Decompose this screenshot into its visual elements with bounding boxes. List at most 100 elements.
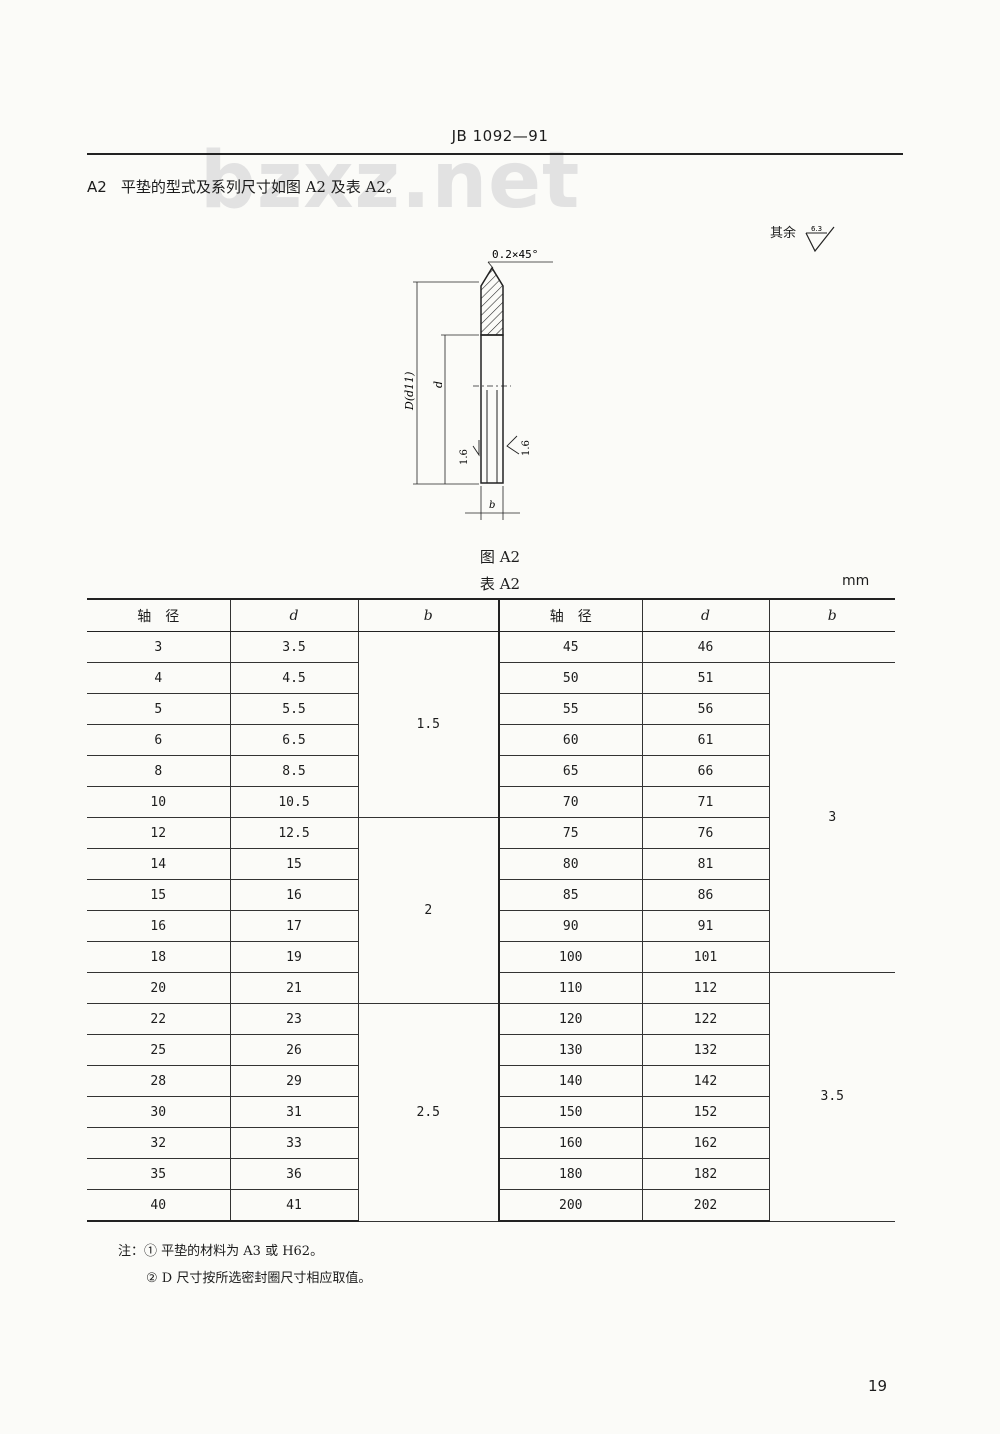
cell-b: 2.5 (357, 1003, 499, 1222)
cell-shaft: 110 (498, 972, 642, 1004)
cell-shaft: 80 (498, 848, 642, 880)
cell-shaft: 200 (498, 1189, 642, 1222)
cell-shaft: 32 (87, 1127, 230, 1159)
cell-shaft: 15 (87, 879, 230, 911)
watermark: bzxz.net (200, 136, 581, 226)
cell-shaft: 70 (498, 786, 642, 818)
cell-d: 23 (229, 1003, 358, 1035)
cell-b: 1.5 (357, 631, 499, 818)
cell-d: 33 (229, 1127, 358, 1159)
roughness-value: 6.3 (811, 225, 822, 233)
cell-d: 17 (229, 910, 358, 942)
cell-b: 2 (357, 817, 499, 1004)
cell-shaft: 75 (498, 817, 642, 849)
header-b: b (768, 598, 895, 632)
cell-shaft: 3 (87, 631, 230, 663)
cell-shaft: 5 (87, 693, 230, 725)
cell-d: 66 (641, 755, 769, 787)
roughness-right-label: 1.6 (521, 440, 532, 456)
cell-d: 8.5 (229, 755, 358, 787)
cell-shaft: 35 (87, 1158, 230, 1190)
washer-drawing: 0.2×45° D(d11) d 1.6 1.6 b (403, 248, 553, 520)
cell-d: 19 (229, 941, 358, 973)
header-d: d (229, 598, 358, 632)
cell-shaft: 20 (87, 972, 230, 1004)
notes: 注：① 平垫的材料为 A3 或 H62。 ② D 尺寸按所选密封圈尺寸相应取值。 (118, 1238, 371, 1292)
cell-d: 162 (641, 1127, 769, 1159)
clause-text: 平垫的型式及系列尺寸如图 A2 及表 A2。 (120, 178, 401, 196)
note-text: ① 平垫的材料为 A3 或 H62。 (144, 1244, 324, 1259)
cell-d: 12.5 (229, 817, 358, 849)
cell-d: 51 (641, 662, 769, 694)
cell-shaft: 40 (87, 1189, 230, 1222)
header-d: d (641, 598, 769, 632)
figure-caption: 图 A2 (479, 548, 521, 566)
page-number: 19 (868, 1377, 888, 1395)
cell-shaft: 85 (498, 879, 642, 911)
roughness-prefix: 其余 (770, 226, 797, 241)
header-b: b (357, 598, 499, 632)
cell-b: 3.5 (768, 972, 895, 1222)
cell-d: 29 (229, 1065, 358, 1097)
cell-shaft: 28 (87, 1065, 230, 1097)
cell-shaft: 4 (87, 662, 230, 694)
cell-d: 3.5 (229, 631, 358, 663)
cell-shaft: 10 (87, 786, 230, 818)
cell-shaft: 65 (498, 755, 642, 787)
note-text: ② D 尺寸按所选密封圈尺寸相应取值。 (146, 1271, 372, 1286)
header-rule (87, 153, 903, 155)
cell-d: 10.5 (229, 786, 358, 818)
roughness-left-icon (472, 440, 480, 457)
cell-shaft: 150 (498, 1096, 642, 1128)
cell-shaft: 90 (498, 910, 642, 942)
cell-b (768, 631, 895, 663)
cell-shaft: 22 (87, 1003, 230, 1035)
cell-d: 41 (229, 1189, 358, 1222)
cell-b: 3 (768, 662, 895, 973)
cell-shaft: 14 (87, 848, 230, 880)
table-caption: 表 A2 (479, 575, 521, 593)
washer-body (480, 334, 504, 484)
dimension-D-label: D(d11) (403, 372, 416, 411)
cell-d: 16 (229, 879, 358, 911)
cell-shaft: 8 (87, 755, 230, 787)
cell-d: 91 (641, 910, 769, 942)
cell-shaft: 6 (87, 724, 230, 756)
cell-d: 4.5 (229, 662, 358, 694)
cell-shaft: 18 (87, 941, 230, 973)
cell-shaft: 25 (87, 1034, 230, 1066)
cell-d: 112 (641, 972, 769, 1004)
cell-d: 152 (641, 1096, 769, 1128)
cell-shaft: 16 (87, 910, 230, 942)
cell-d: 5.5 (229, 693, 358, 725)
cell-d: 46 (641, 631, 769, 663)
dimension-b-label: b (489, 500, 495, 511)
cell-d: 101 (641, 941, 769, 973)
cell-d: 6.5 (229, 724, 358, 756)
cell-shaft: 50 (498, 662, 642, 694)
cell-d: 86 (641, 879, 769, 911)
cell-d: 61 (641, 724, 769, 756)
note-1: 注：① 平垫的材料为 A3 或 H62。 (118, 1238, 371, 1265)
cell-shaft: 130 (498, 1034, 642, 1066)
section-hatched (480, 266, 504, 336)
roughness-right-icon (506, 435, 520, 455)
cell-shaft: 30 (87, 1096, 230, 1128)
